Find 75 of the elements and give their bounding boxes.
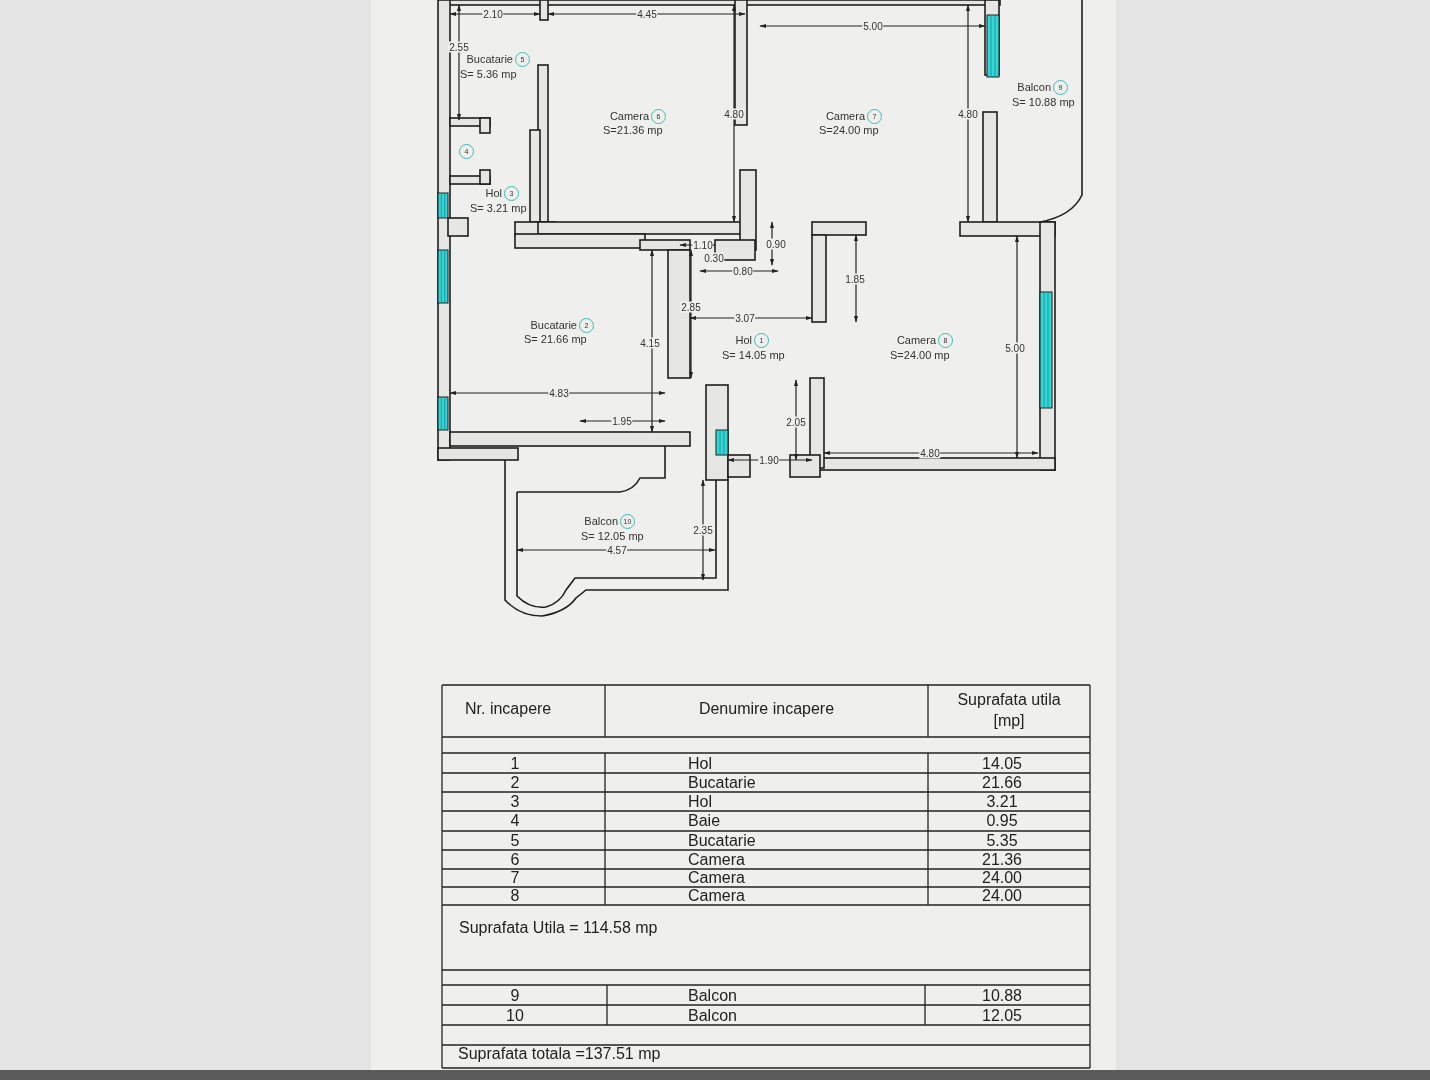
table-cell: 21.36 [982, 851, 1022, 869]
dimension-label: 0.80 [732, 265, 754, 277]
table-cell: 12.05 [982, 1007, 1022, 1025]
dimension-label: 4.80 [957, 108, 979, 120]
dimension-label: 2.55 [448, 41, 470, 53]
dimension-label: 4.83 [548, 387, 570, 399]
summary-text: Suprafata Utila = 114.58 mp [459, 919, 658, 937]
table-cell: 5.35 [986, 832, 1018, 850]
dimension-label: 4.45 [636, 8, 658, 20]
table-cell: 0.95 [986, 812, 1018, 830]
dimension-label: 4.80 [919, 447, 941, 459]
room-area: S= 21.66 mp [524, 333, 587, 346]
dimension-label: 2.10 [482, 8, 504, 20]
column-header: Denumire incapere [697, 700, 836, 718]
table-cell: 7 [510, 869, 520, 887]
dimension-label: 3.07 [734, 312, 756, 324]
table-cell: Bucatarie [688, 832, 756, 850]
room-name: Camera [896, 334, 936, 347]
dimension-label: 5.00 [862, 20, 884, 32]
column-header: Nr. incapere [465, 700, 553, 718]
table-cell: Baie [688, 812, 721, 830]
room-name: Balcon [1017, 81, 1051, 94]
table-cell: 8 [510, 887, 520, 905]
dimension-label: 2.85 [680, 301, 702, 313]
dimension-label: 0.30 [703, 252, 725, 264]
table-cell: 3 [510, 793, 520, 811]
dimension-label: 1.90 [758, 454, 780, 466]
room-name: Bucatarie [466, 53, 513, 66]
table-cell: Hol [688, 755, 712, 773]
table-cell: Camera [688, 869, 745, 887]
room-name: Bucatarie [530, 319, 577, 332]
room-area: S=24.00 mp [890, 349, 950, 362]
dimension-label: 4.80 [723, 108, 745, 120]
room-area: S= 3.21 mp [470, 202, 527, 215]
dimension-label: 4.57 [606, 544, 628, 556]
table-cell: Hol [688, 793, 712, 811]
table-cell: 6 [510, 851, 520, 869]
table-cell: 21.66 [982, 774, 1022, 792]
room-area: S= 12.05 mp [581, 530, 644, 543]
summary-text: Suprafata totala =137.51 mp [458, 1045, 661, 1063]
table-cell: 10.88 [982, 987, 1022, 1005]
table-cell: 2 [510, 774, 520, 792]
table-cell: Camera [688, 887, 745, 905]
room-area: S=24.00 mp [819, 124, 879, 137]
dimension-label: 4.15 [639, 337, 661, 349]
table-cell: 9 [510, 987, 520, 1005]
table-cell: 10 [506, 1007, 524, 1025]
dimension-label: 0.90 [765, 238, 787, 250]
dimension-label: 1.95 [611, 415, 633, 427]
table-cell: 24.00 [982, 887, 1022, 905]
room-area: S=21.36 mp [603, 124, 663, 137]
dimension-label: 1.85 [844, 273, 866, 285]
room-name: Balcon [584, 515, 618, 528]
table-cell: 14.05 [982, 755, 1022, 773]
table-cell: Camera [688, 851, 745, 869]
table-cell: Bucatarie [688, 774, 756, 792]
room-name: Camera [609, 110, 649, 123]
room-name: Hol [485, 187, 502, 200]
dimension-label: 2.05 [785, 416, 807, 428]
room-area: S= 5.36 mp [460, 68, 517, 81]
dimension-label: 2.35 [692, 524, 714, 536]
table-cell: 3.21 [986, 793, 1018, 811]
room-name: Hol [735, 334, 752, 347]
column-header: Suprafata utila [mp] [956, 690, 1062, 731]
room-area: S= 10.88 mp [1012, 96, 1075, 109]
dimension-label: 5.00 [1004, 342, 1026, 354]
table-cell: 1 [510, 755, 520, 773]
table-cell: 4 [510, 812, 520, 830]
table-cell: Balcon [688, 1007, 737, 1025]
table-cell: Balcon [688, 987, 737, 1005]
table-cell: 24.00 [982, 869, 1022, 887]
dimension-label: 1.10 [692, 239, 714, 251]
room-area: S= 14.05 mp [722, 349, 785, 362]
room-name: Camera [825, 110, 865, 123]
table-cell: 5 [510, 832, 520, 850]
